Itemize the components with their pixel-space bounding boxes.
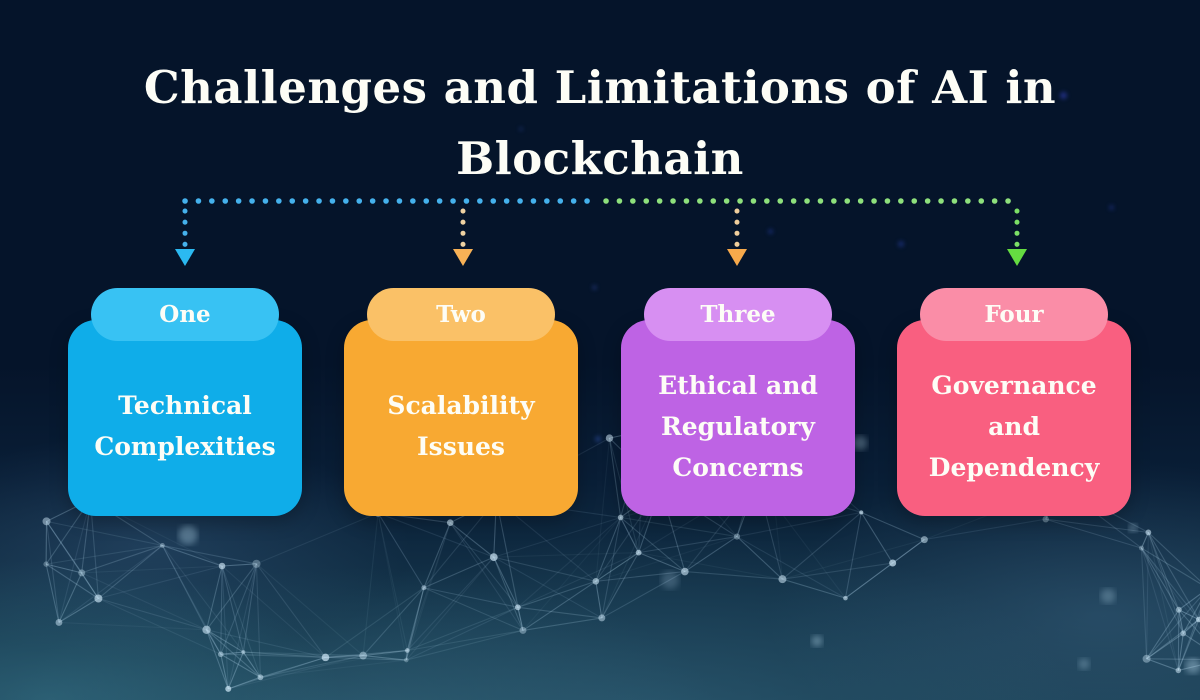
card-title: Scalability Issues: [387, 391, 535, 461]
card-tab-badge: One: [91, 288, 279, 341]
connector-arrows: [175, 198, 1027, 266]
card-title: Ethical and Regulatory Concerns: [658, 370, 818, 482]
card-body: Technical Complexities: [68, 320, 302, 516]
arrowhead-4-icon: [1007, 249, 1027, 266]
card-body: Ethical and Regulatory Concerns: [621, 320, 855, 516]
card-tab-badge: Four: [920, 288, 1108, 341]
card-body: Scalability Issues: [344, 320, 578, 516]
card-tab-label: Two: [436, 301, 486, 328]
card-governance-dependency: Governance and Dependency Four: [897, 288, 1131, 516]
page-title: Challenges and Limitations of AI in Bloc…: [143, 61, 1057, 185]
card-ethical-regulatory-concerns: Ethical and Regulatory Concerns Three: [621, 288, 855, 516]
card-tab-label: Three: [700, 301, 776, 328]
card-tab-badge: Three: [644, 288, 832, 341]
card-scalability-issues: Scalability Issues Two: [344, 288, 578, 516]
card-tab-label: Four: [984, 301, 1044, 328]
card-title: Governance and Dependency: [928, 370, 1100, 482]
card-technical-complexities: Technical Complexities One: [68, 288, 302, 516]
arrowhead-1-icon: [175, 249, 195, 266]
card-tab-label: One: [159, 301, 211, 328]
card-body: Governance and Dependency: [897, 320, 1131, 516]
arrowhead-3-icon: [727, 249, 747, 266]
arrowhead-2-icon: [453, 249, 473, 266]
card-title: Technical Complexities: [94, 391, 276, 461]
card-tab-badge: Two: [367, 288, 555, 341]
